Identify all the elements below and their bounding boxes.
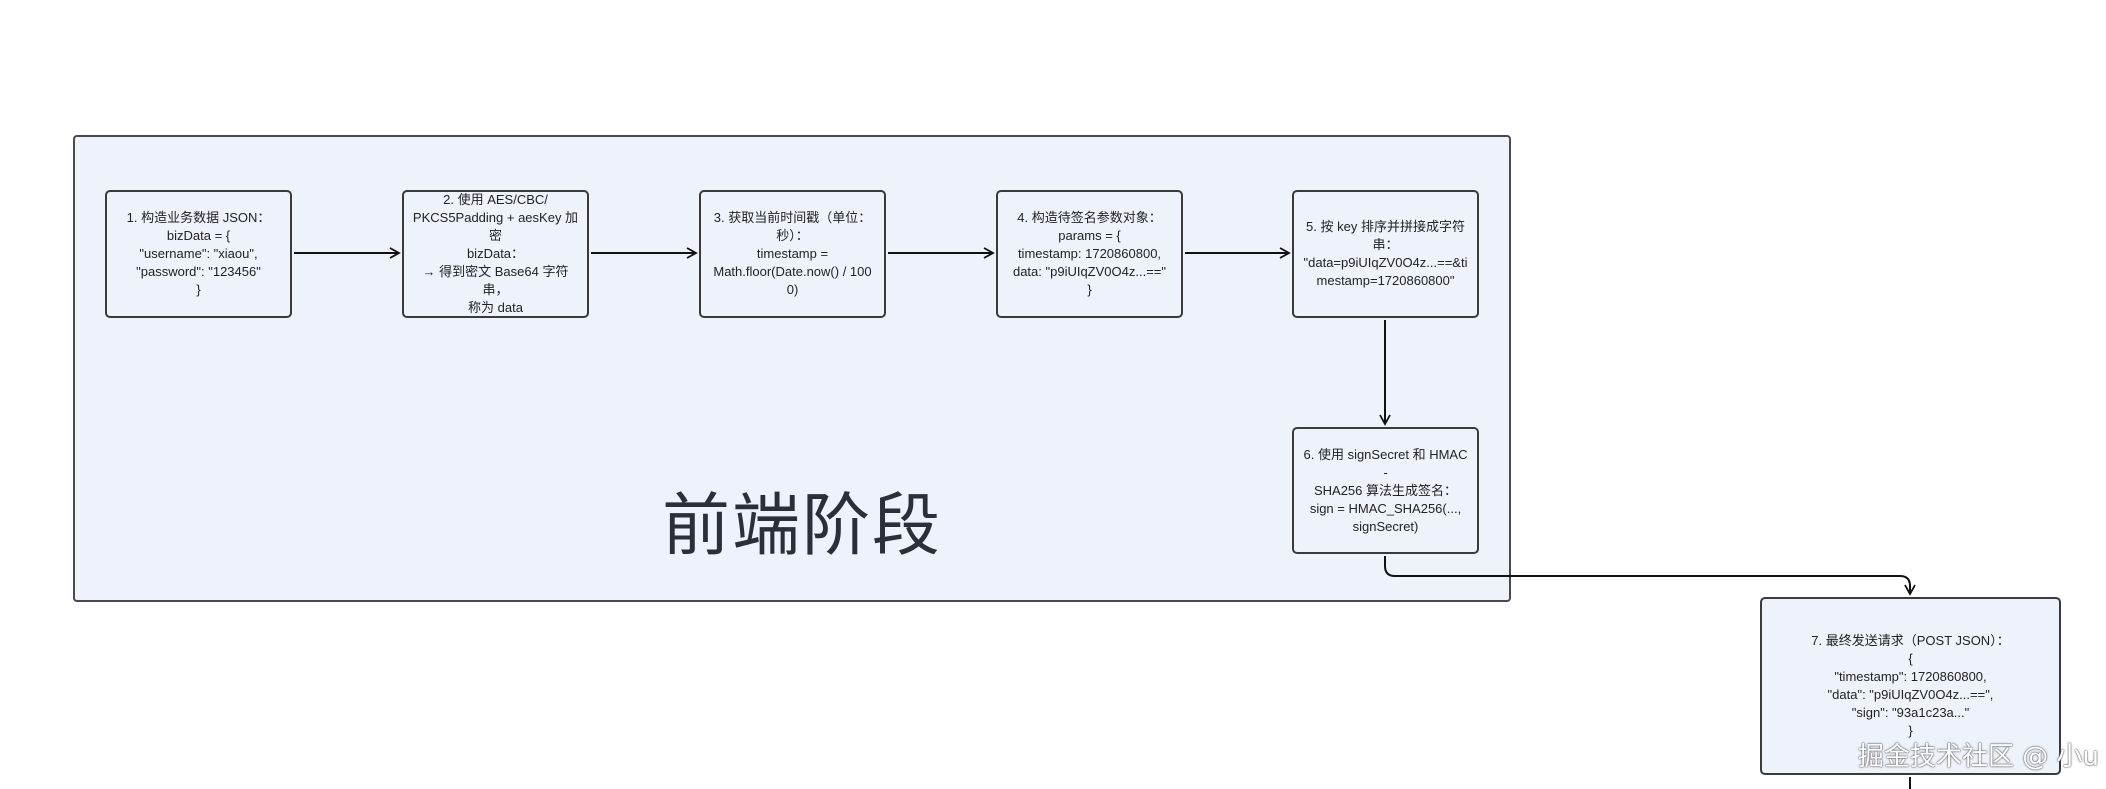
step-3-get-timestamp: 3. 获取当前时间戳（单位： 秒）： timestamp = Math.floo…: [699, 190, 886, 318]
step-7-send-request: 7. 最终发送请求（POST JSON）： { "timestamp": 172…: [1760, 597, 2061, 775]
arrow-6-to-7: [1384, 556, 1916, 596]
watermark: 掘金技术社区 @ 小u: [1858, 742, 2100, 772]
step-7-text: 7. 最终发送请求（POST JSON）： { "timestamp": 172…: [1811, 633, 2010, 738]
step-1-text: 1. 构造业务数据 JSON： bizData = { "username": …: [126, 210, 271, 297]
step-6-text: 6. 使用 signSecret 和 HMAC- SHA256 算法生成签名： …: [1303, 446, 1468, 534]
step-3-text: 3. 获取当前时间戳（单位： 秒）： timestamp = Math.floo…: [713, 210, 872, 297]
step-5-text: 5. 按 key 排序并拼接成字符 串： "data=p9iUIqZV0O4z.…: [1303, 219, 1468, 288]
step-1-build-biz-json: 1. 构造业务数据 JSON： bizData = { "username": …: [105, 190, 292, 318]
step-5-sort-and-join: 5. 按 key 排序并拼接成字符 串： "data=p9iUIqZV0O4z.…: [1292, 190, 1479, 318]
frontend-stage-label: 前端阶段: [662, 487, 943, 566]
step-4-text: 4. 构造待签名参数对象： params = { timestamp: 1720…: [1012, 210, 1167, 297]
step-6-hmac-sign: 6. 使用 signSecret 和 HMAC- SHA256 算法生成签名： …: [1292, 427, 1479, 554]
step-2-text: 2. 使用 AES/CBC/ PKCS5Padding + aesKey 加密 …: [412, 192, 579, 315]
step-4-build-sign-params: 4. 构造待签名参数对象： params = { timestamp: 1720…: [996, 190, 1183, 318]
step-2-aes-encrypt: 2. 使用 AES/CBC/ PKCS5Padding + aesKey 加密 …: [402, 190, 589, 318]
